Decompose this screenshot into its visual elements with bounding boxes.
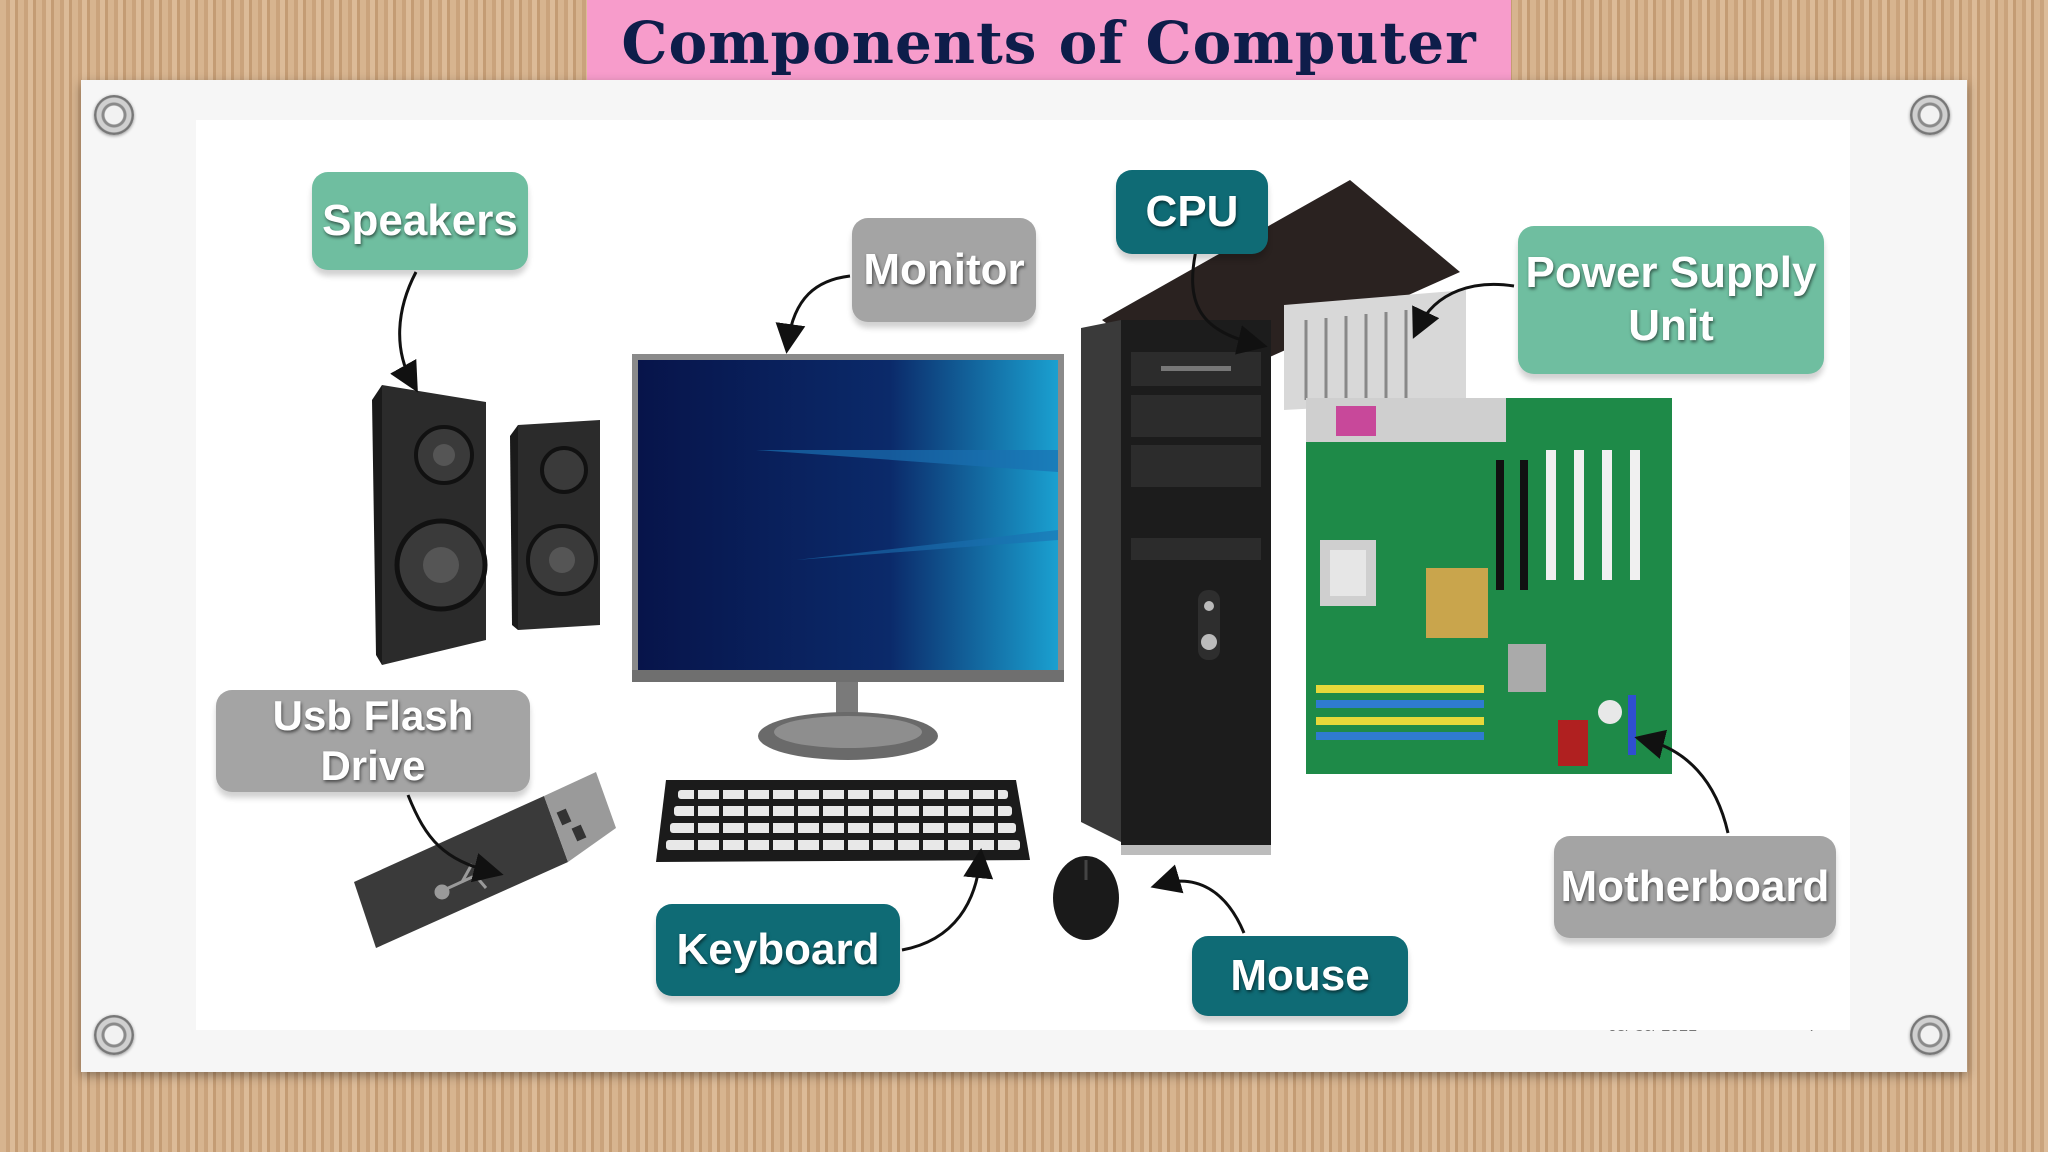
- label-power-supply-unit: Power Supply Unit: [1518, 226, 1824, 374]
- grommet-icon: [1910, 95, 1950, 135]
- usb-flash-drive-icon: [354, 772, 616, 948]
- label-power-supply-unit-line2: Unit: [1628, 301, 1714, 350]
- label-monitor: Monitor: [852, 218, 1036, 322]
- components-illustration: [354, 180, 1730, 952]
- mouse-icon: [1053, 856, 1119, 940]
- computer-components-figure: Speakers Monitor CPU Power Supply Unit U…: [196, 120, 1850, 1030]
- label-power-supply-unit-line1: Power Supply: [1525, 248, 1817, 298]
- label-usb-flash-drive: Usb Flash Drive: [216, 690, 530, 792]
- pointer-arrows: [390, 249, 1730, 952]
- slide-title: Components of Computer: [621, 9, 1477, 77]
- grommet-icon: [94, 1015, 134, 1055]
- speakers-icon: [372, 385, 600, 665]
- cpu-tower-icon: [1081, 180, 1466, 855]
- grommet-icon: [94, 95, 134, 135]
- label-motherboard: Motherboard: [1554, 836, 1836, 938]
- monitor-icon: [632, 354, 1064, 760]
- label-mouse: Mouse: [1192, 936, 1408, 1016]
- motherboard-icon: [1306, 398, 1672, 774]
- grommet-icon: [1910, 1015, 1950, 1055]
- label-speakers: Speakers: [312, 172, 528, 270]
- title-banner: Components of Computer: [587, 0, 1511, 86]
- label-cpu: CPU: [1116, 170, 1268, 254]
- label-keyboard: Keyboard: [656, 904, 900, 996]
- keyboard-icon: [656, 780, 1030, 862]
